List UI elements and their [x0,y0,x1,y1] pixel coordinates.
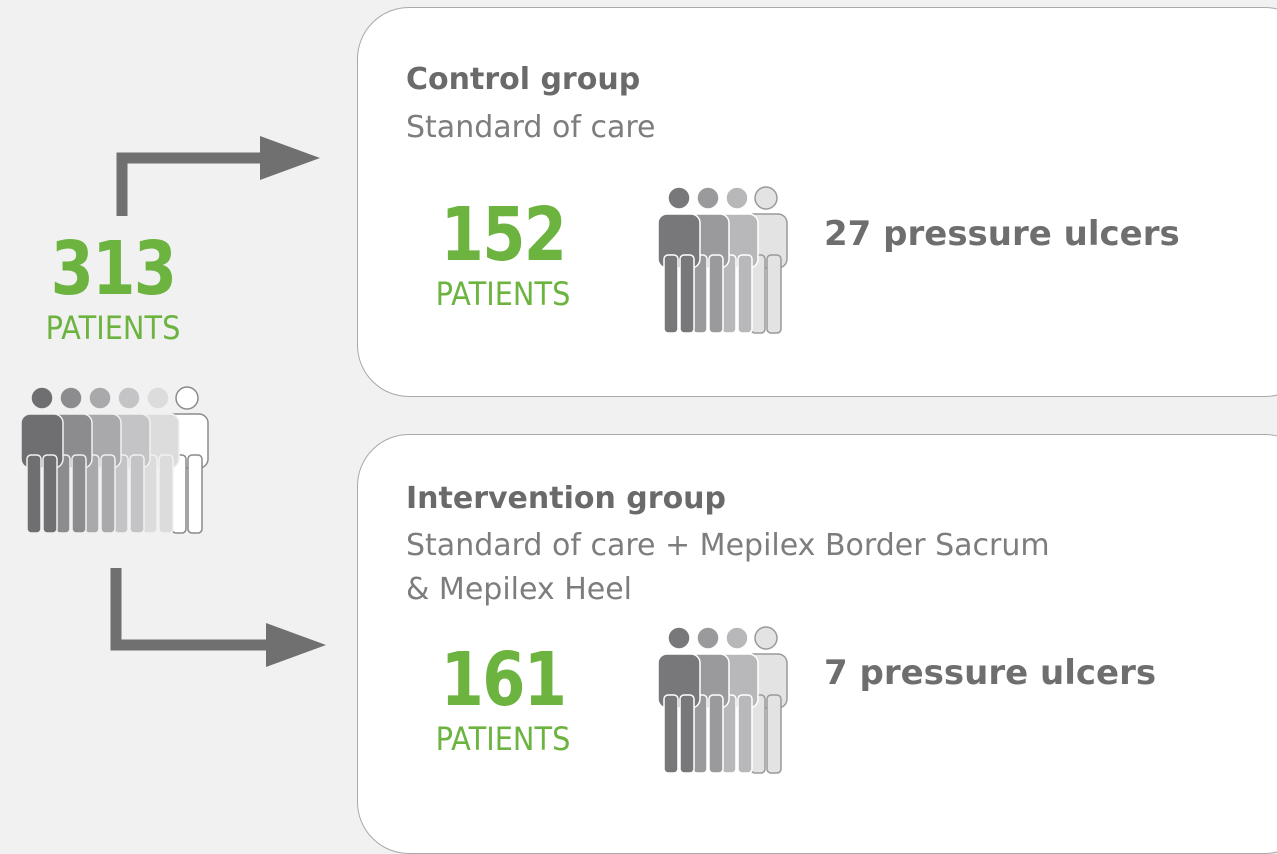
control-patients: 152 PATIENTS [400,198,606,310]
intervention-subtitle-line2: & Mepilex Heel [406,572,633,607]
people-group-icon [20,386,209,534]
arrow-to-intervention [110,568,326,667]
total-count: 313 [50,226,177,312]
control-unit: PATIENTS [435,275,571,313]
control-outcome: 27 pressure ulcers [824,214,1180,254]
control-count: 152 [440,192,567,278]
total-patients: 313 PATIENTS [10,232,216,344]
control-title: Control group [406,62,641,97]
intervention-unit: PATIENTS [435,720,571,758]
arrow-to-control [116,136,320,216]
people-group-icon [657,186,788,334]
intervention-patients: 161 PATIENTS [400,643,606,755]
total-unit: PATIENTS [45,309,181,347]
intervention-count: 161 [440,637,567,723]
intervention-subtitle-line1: Standard of care + Mepilex Border Sacrum [406,528,1050,563]
control-group-card: Control group Standard of care 152 PATIE… [357,7,1277,397]
intervention-group-card: Intervention group Standard of care + Me… [357,434,1277,854]
flow-arrows [110,136,326,667]
control-subtitle: Standard of care [406,110,656,145]
people-group-icon [657,626,788,774]
intervention-title: Intervention group [406,481,727,516]
intervention-outcome: 7 pressure ulcers [824,653,1157,693]
